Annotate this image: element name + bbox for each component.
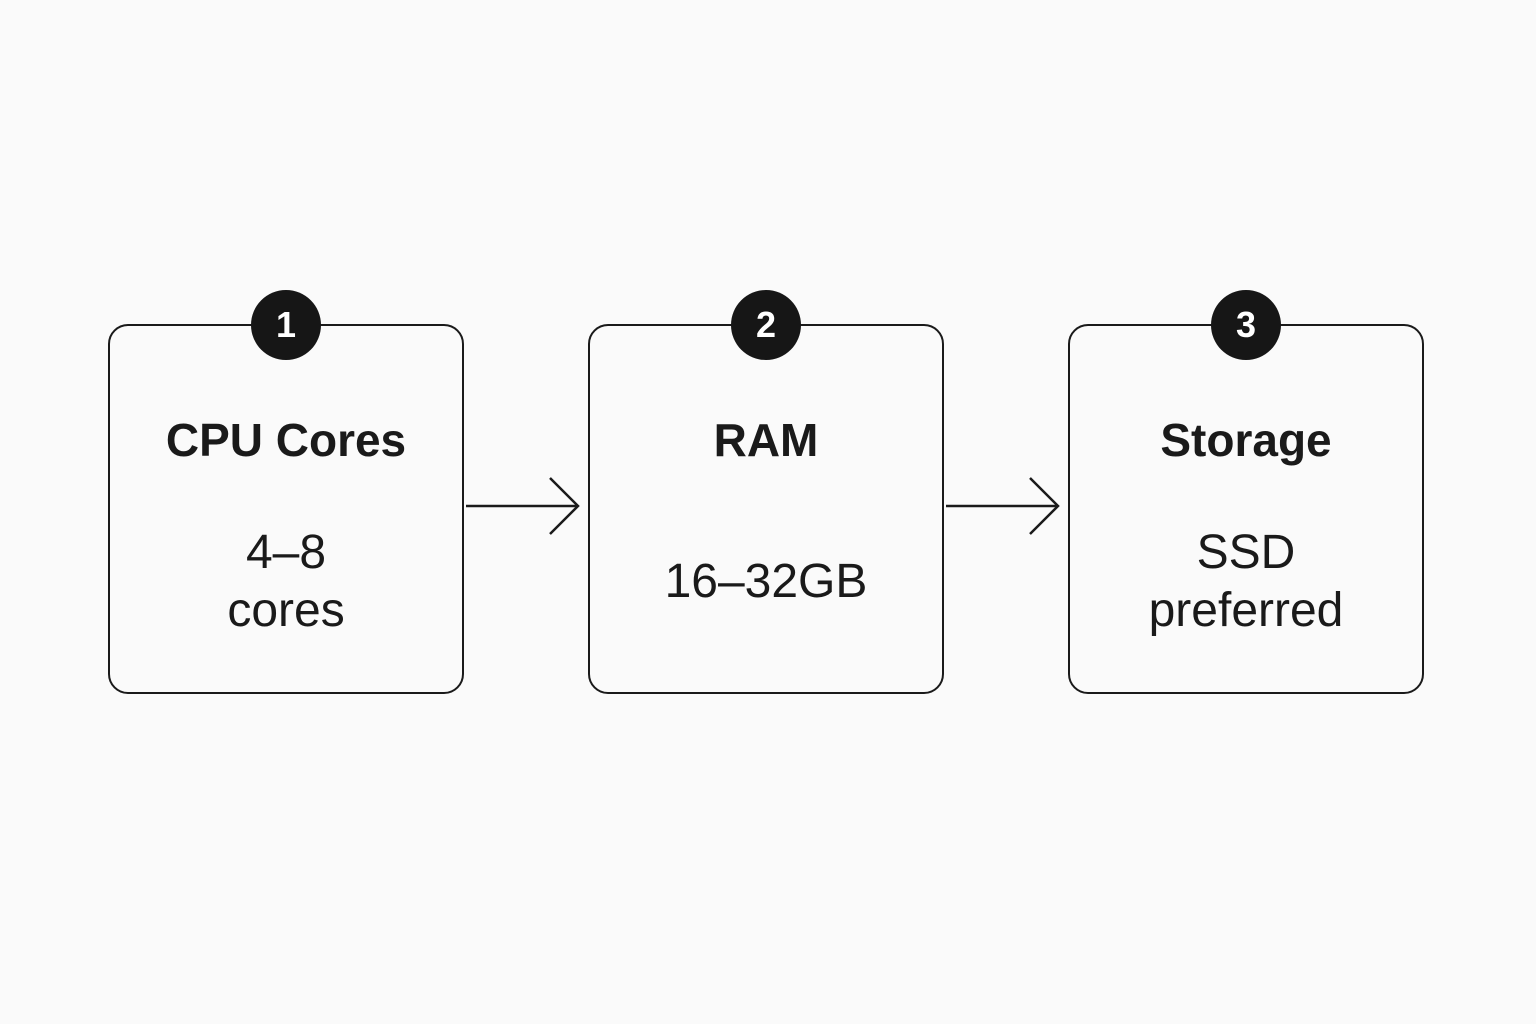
- step-number-badge: 2: [731, 290, 801, 360]
- step-value: 16–32GB: [610, 553, 922, 611]
- step-value: 4–8 cores: [130, 524, 442, 640]
- step-number-badge: 1: [251, 290, 321, 360]
- step-card-cpu-cores: 1 CPU Cores 4–8 cores: [108, 290, 464, 694]
- step-card-storage: 3 Storage SSD preferred: [1068, 290, 1424, 694]
- step-title: Storage: [1160, 414, 1332, 466]
- step-value-line: cores: [227, 584, 345, 637]
- step-card-ram: 2 RAM 16–32GB: [588, 290, 944, 694]
- step-title: RAM: [713, 414, 819, 466]
- step-value: SSD preferred: [1090, 524, 1402, 640]
- step-number-badge: 3: [1211, 290, 1281, 360]
- step-value-line: preferred: [1148, 584, 1344, 637]
- arrow-right-icon: [466, 477, 580, 535]
- step-value-line: 16–32GB: [664, 555, 868, 608]
- step-value-line: SSD: [1196, 526, 1296, 579]
- step-title: CPU Cores: [165, 414, 407, 466]
- arrow-right-icon: [946, 477, 1060, 535]
- step-value-line: 4–8: [245, 526, 327, 579]
